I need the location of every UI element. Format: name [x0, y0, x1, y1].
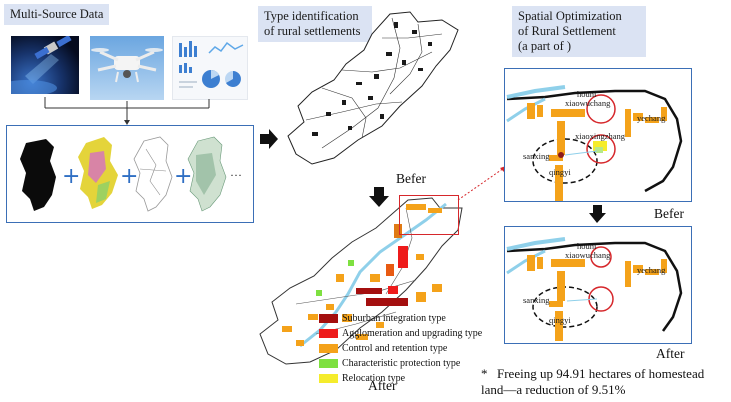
drone-image	[90, 36, 164, 100]
place-label-xiaoxingzhang: xiaoxingzhang	[575, 131, 626, 141]
place-label-houni: houni	[577, 89, 597, 99]
data-layers-frame	[6, 125, 254, 223]
legend-swatch	[319, 373, 338, 383]
legend-item-control: Control and retention type	[319, 342, 447, 354]
place-label-qingyi: qingyi	[549, 167, 571, 177]
plus-icon: +	[62, 164, 80, 189]
right-before-label: Befer	[654, 206, 684, 221]
plus-icon: +	[120, 164, 138, 189]
dashboard-charts-icon	[179, 41, 244, 88]
ellipsis-text: ···	[230, 168, 242, 182]
drone-icon	[91, 48, 163, 83]
detail-map-before: houni xiaowuchang yechang sanxing xiaoxi…	[504, 68, 692, 202]
multi-source-data-title: Multi-Source Data	[4, 4, 110, 25]
legend-swatch	[319, 358, 338, 368]
down-arrow-icon	[369, 187, 389, 207]
type-identification-title: Type identification of rural settlements	[258, 6, 372, 42]
middle-before-label: Befer	[396, 171, 426, 186]
place-label-xiaowuchang: xiaowuchang	[565, 250, 611, 260]
satellite-icon	[0, 34, 72, 96]
spatial-optimization-title: Spatial Optimization of Rural Settlement…	[512, 6, 646, 57]
footnote-bullet: *	[481, 366, 488, 381]
legend-item-characteristic: Characteristic protection type	[319, 357, 460, 369]
plus-icon: +	[174, 164, 192, 189]
legend-item-relocation: Relocation type	[319, 372, 405, 384]
before-map	[287, 11, 459, 165]
legend-swatch	[319, 343, 338, 353]
place-label-yechang: yechang	[637, 265, 666, 275]
dashboard-image	[172, 36, 248, 100]
right-after-label: After	[656, 346, 685, 361]
place-label-sanxing: sanxing	[523, 295, 550, 305]
place-label-sanxing: sanxing	[523, 151, 550, 161]
down-arrow-icon	[589, 205, 606, 223]
place-label-xiaowuchang: xiaowuchang	[565, 98, 611, 108]
place-label-houni: houni	[577, 241, 597, 251]
source-connector	[44, 97, 210, 125]
after-map	[259, 197, 463, 365]
layer-road-map	[133, 136, 173, 212]
data-layers: + + + ···	[20, 136, 242, 212]
right-arrow-icon	[260, 129, 278, 149]
legend-swatch	[319, 313, 338, 323]
legend-item-suburban: Suburban integration type	[319, 312, 446, 324]
place-label-qingyi: qingyi	[549, 315, 571, 325]
middle-after-label: After	[368, 378, 397, 393]
highlight-region-box[interactable]	[399, 195, 459, 235]
satellite-image	[0, 34, 79, 96]
river	[299, 202, 447, 348]
layer-black-map	[20, 139, 56, 211]
detail-map-after: houni xiaowuchang yechang sanxing qingyi	[504, 226, 692, 344]
footnote: *Freeing up 94.91 hectares of homestead …	[481, 366, 729, 398]
place-label-yechang: yechang	[637, 113, 666, 123]
legend-swatch	[319, 328, 338, 338]
footnote-text: Freeing up 94.91 hectares of homestead l…	[481, 366, 705, 397]
legend-item-agglomeration: Agglomeration and upgrading type	[319, 327, 482, 339]
